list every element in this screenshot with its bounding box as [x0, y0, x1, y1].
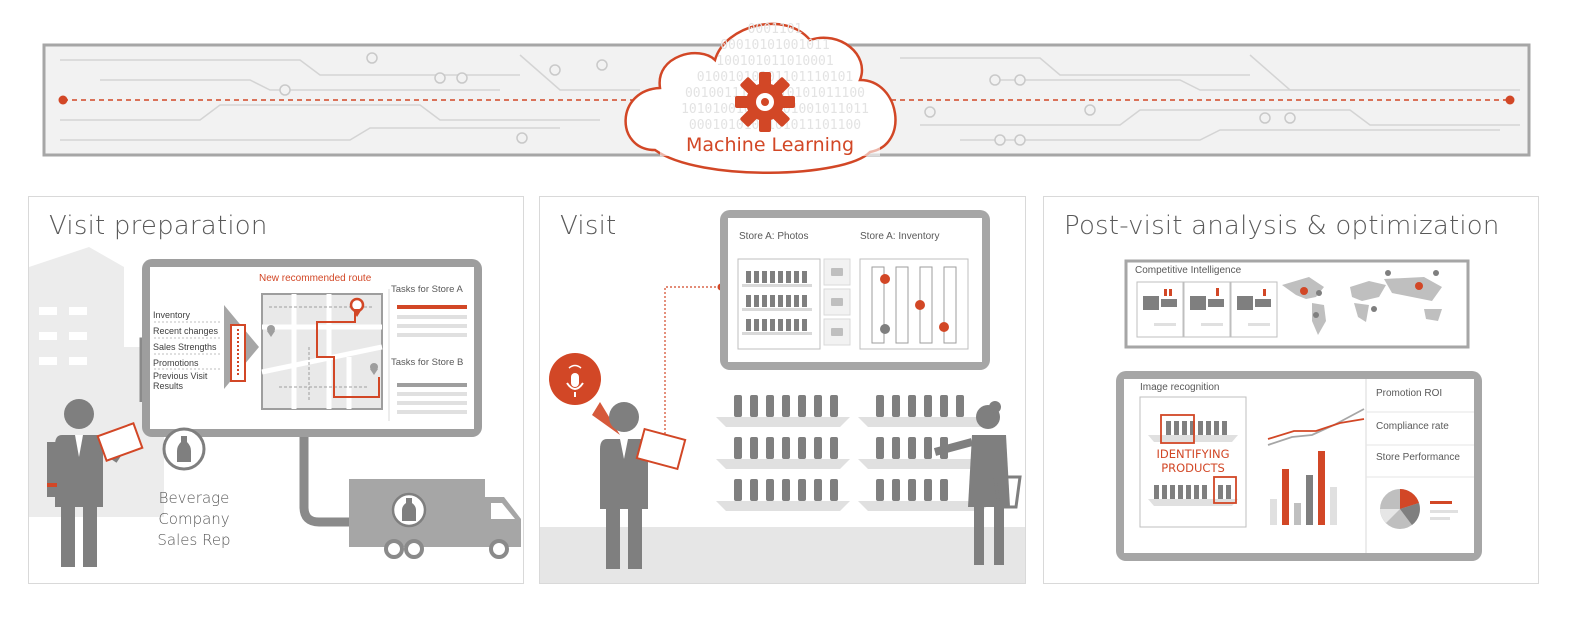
panel-visit: Visit — [539, 196, 1026, 584]
panel-visit-preparation: Visit preparation — [28, 196, 524, 584]
tablet-shelf-bottles — [746, 271, 807, 331]
panel-title: Post-visit analysis & optimization — [1064, 211, 1500, 241]
tasks-store-a-label: Tasks for Store A — [391, 284, 463, 295]
photos-label: Store A: Photos — [739, 231, 809, 242]
list-item: Inventory — [153, 310, 191, 320]
panel-title: Visit preparation — [49, 211, 268, 241]
metric-store-performance: Store Performance — [1376, 452, 1460, 463]
identifying-products-label: IDENTIFYING PRODUCTS — [1156, 447, 1230, 475]
prep-illustration — [29, 247, 521, 567]
list-item: Promotions — [153, 358, 199, 368]
list-item: Sales Strengths — [153, 342, 217, 352]
panel-title: Visit — [560, 211, 617, 241]
metric-promotion-roi: Promotion ROI — [1376, 388, 1443, 399]
inventory-label: Store A: Inventory — [860, 231, 940, 242]
image-recognition-label: Image recognition — [1140, 382, 1220, 393]
metric-compliance-rate: Compliance rate — [1376, 421, 1449, 432]
sales-rep-label: Beverage Company Sales Rep — [157, 489, 231, 549]
post-visit-illustration — [1116, 259, 1482, 561]
list-item: Recent changes — [153, 326, 219, 336]
visit-illustration — [540, 210, 1025, 583]
gear-icon — [735, 72, 795, 132]
list-item: Previous Visit Results — [153, 371, 208, 391]
panel-post-visit: Post-visit analysis & optimization — [1043, 196, 1539, 584]
cloud-label: Machine Learning — [660, 134, 880, 156]
route-label: New recommended route — [259, 273, 372, 284]
info-list: Inventory Recent changes Sales Strengths… — [153, 307, 223, 391]
top-banner: 0001101 00010101001011 100101011010001 0… — [0, 0, 1587, 185]
tasks-store-b-label: Tasks for Store B — [391, 357, 464, 368]
competitive-intelligence-label: Competitive Intelligence — [1135, 265, 1242, 276]
